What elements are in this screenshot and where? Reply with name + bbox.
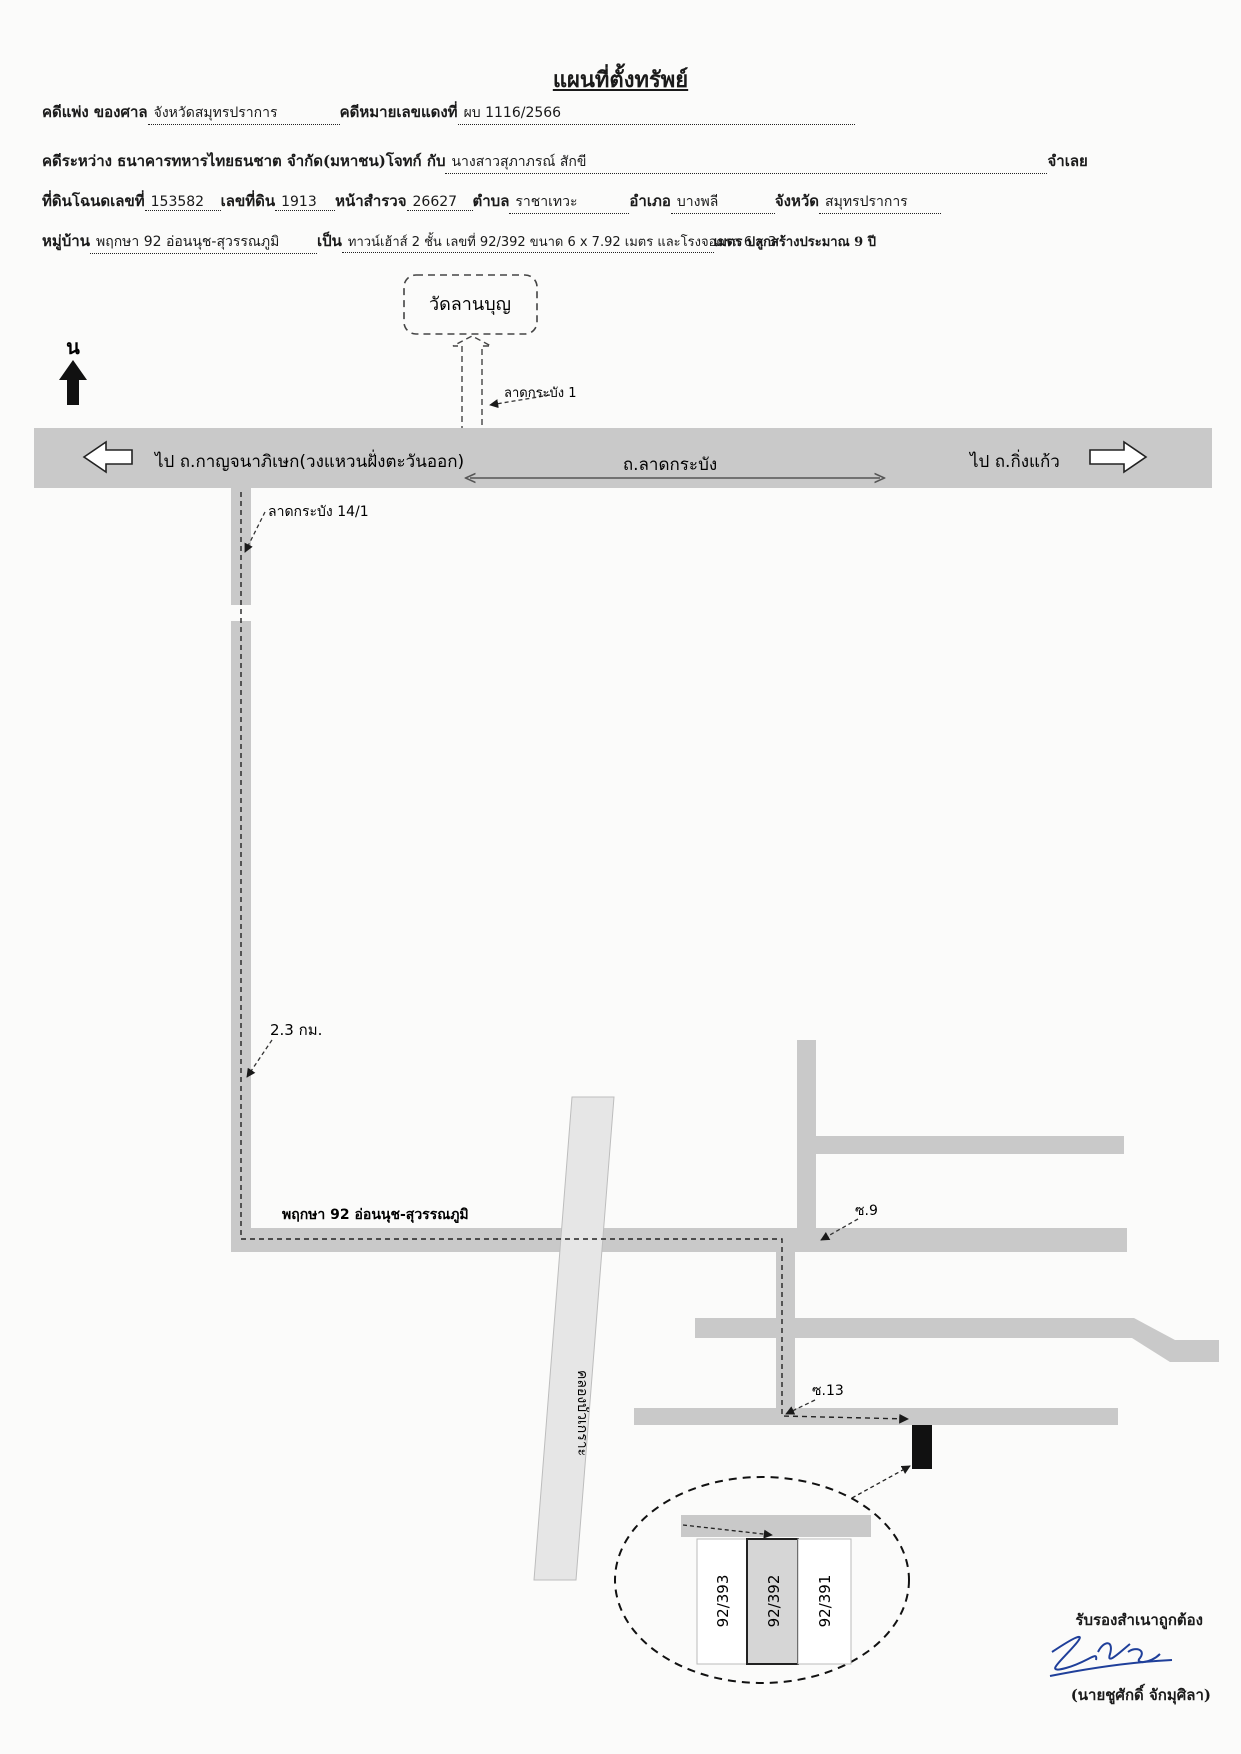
soi-1-pointer (489, 394, 551, 409)
header-row-village: หมู่บ้านพฤกษา 92 อ่อนนุช-สุวรรณภูมิเป็นท… (42, 229, 876, 254)
village-road-label: พฤกษา 92 อ่อนนุช-สุวรรณภูมิ (282, 1207, 469, 1223)
temple-label: วัดลานบุญ (429, 294, 511, 315)
survey-value: 26627 (406, 194, 473, 211)
court-value: จังหวัดสมุทรปราการ (147, 102, 340, 125)
soi-14-1-label: ลาดกระบัง 14/1 (268, 504, 369, 520)
case-number-value: ผบ 1116/2566 (457, 102, 855, 125)
street-soi-11 (695, 1318, 1219, 1362)
survey-label: หน้าสำรวจ (335, 192, 407, 210)
plot-92-392 (746, 1538, 799, 1665)
plot-92-391 (797, 1538, 852, 1665)
detail-circle (614, 1476, 910, 1684)
district-label: อำเภอ (629, 192, 671, 210)
north-arrow-icon (59, 360, 87, 405)
header-row-parties: คดีระหว่าง ธนาคารทหารไทยธนชาต จำกัด(มหาช… (42, 149, 1088, 174)
plot-label-92-393: 92/393 (714, 1575, 732, 1628)
distance-pointer (246, 1039, 273, 1078)
soi-9-pointer (820, 1218, 859, 1241)
is-label: เป็น (316, 232, 342, 250)
court-label: คดีแพ่ง ของศาล (42, 103, 148, 121)
arrow-right-icon (1089, 440, 1148, 474)
property-marker (912, 1425, 932, 1469)
village-value: พฤกษา 92 อ่อนนุช-สุวรรณภูมิ (89, 231, 317, 254)
defendant-suffix: จำเลย (1047, 152, 1088, 170)
temple-box (403, 274, 538, 335)
defendant-value: นางสาวสุภาภรณ์ สักขี (445, 151, 1048, 174)
subdistrict-label: ตำบล (472, 192, 510, 210)
arrow-left-icon (82, 440, 133, 474)
age-text: เมตร ปลูกสร้างประมาณ 9 ปี (713, 235, 877, 250)
north-label: น (66, 335, 80, 359)
village-main-road (231, 1228, 1127, 1252)
canal (533, 1096, 615, 1581)
detail-route (682, 1524, 773, 1539)
province-label: จังหวัด (774, 192, 820, 210)
soi-9-label: ซ.9 (855, 1203, 878, 1219)
detail-street (681, 1515, 871, 1537)
parties-label: คดีระหว่าง ธนาคารทหารไทยธนชาต จำกัด(มหาช… (42, 152, 446, 170)
soi-13-label: ซ.13 (812, 1383, 844, 1399)
handwritten-signature (1049, 1635, 1173, 1677)
case-number-label: คดีหมายเลขแดงที่ (339, 103, 458, 121)
canal-label: คลองบัวเกราะ (574, 1370, 590, 1456)
plot-92-393 (696, 1538, 748, 1665)
to-east-label: ไป ถ.กิ่งแก้ว (968, 449, 1060, 472)
lot-value: 1913 (275, 194, 336, 211)
distance-label: 2.3 กม. (270, 1021, 322, 1039)
side-street-vertical (797, 1040, 816, 1240)
lot-label: เลขที่ดิน (220, 192, 276, 210)
soi-lat-krabang-1-label: ลาดกระบัง 1 (504, 386, 577, 401)
page-title: แผนที่ตั้งทรัพย์ (552, 67, 689, 93)
district-value: บางพลี (670, 191, 775, 214)
detail-pointer (851, 1465, 911, 1499)
side-street-upper (816, 1136, 1124, 1154)
soi-13-pointer (785, 1399, 816, 1415)
main-road-label: ถ.ลาดกระบัง (623, 455, 717, 475)
soi-14-1-pointer (244, 511, 266, 553)
deed-value: 153582 (144, 194, 221, 211)
signer-name: (นายชูศักดิ์ จักมุศิลา) (1070, 1686, 1211, 1704)
certify-text: รับรองสำเนาถูกต้อง (1075, 1611, 1203, 1629)
province-value: สมุทรปราการ (819, 191, 942, 214)
deed-label: ที่ดินโฉนดเลขที่ (42, 192, 145, 210)
to-west-label: ไป ถ.กาญจนาภิเษก(วงแหวนฝั่งตะวันออก) (153, 449, 464, 472)
subdistrict-value: ราชาเทวะ (509, 191, 630, 214)
street-soi-13 (634, 1408, 1118, 1425)
header-row-court: คดีแพ่ง ของศาลจังหวัดสมุทรปราการคดีหมายเ… (42, 100, 855, 125)
plot-label-92-391: 92/391 (816, 1575, 834, 1628)
route-line (240, 492, 909, 1424)
plot-label-92-392: 92/392 (765, 1575, 783, 1628)
temple-access-lane (452, 335, 492, 432)
soi-14-1-road (231, 488, 251, 1248)
village-label: หมู่บ้าน (42, 232, 90, 250)
building-value: ทาวน์เฮ้าส์ 2 ชั้น เลขที่ 92/392 ขนาด 6 … (341, 231, 776, 253)
